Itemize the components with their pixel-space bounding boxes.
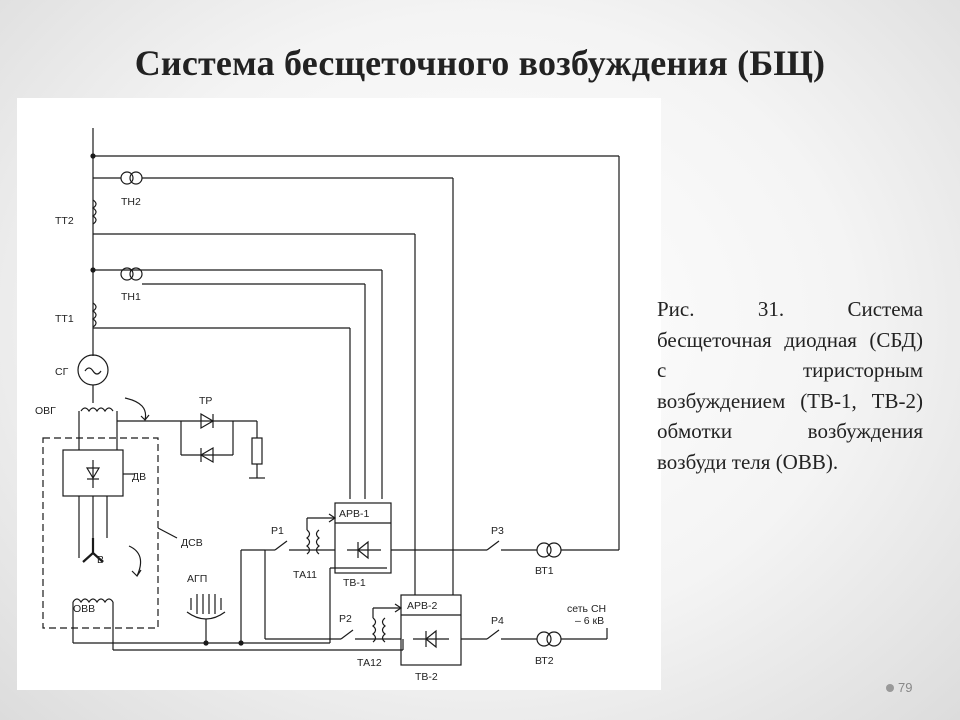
thyristor-icon [200,412,215,430]
resistor-icon [251,437,263,465]
rotation-arrow-icon [124,397,150,422]
page-number: 79 [886,680,912,695]
page-number-text: 79 [898,680,913,695]
arv2-tv2-block [400,594,462,666]
label-agp: АГП [187,573,207,585]
ovv-winding [72,598,114,604]
tn2-coil-b [129,171,143,185]
label-arv1: АРВ-1 [339,508,370,520]
label-dsv: ДСВ [181,537,203,549]
label-set-sn-voltage: – 6 кВ [575,615,604,627]
label-v: В [97,554,104,566]
label-sg: СГ [55,366,69,378]
label-vt2: ВТ2 [535,655,554,667]
label-vt1: ВТ1 [535,565,554,577]
tn1-coil-a [120,267,134,281]
label-ta12: ТА12 [357,657,382,669]
slide-title: Система бесщеточного возбуждения (БЩ) [134,43,826,83]
label-r3: Р3 [491,525,504,537]
thyristor-icon [425,629,437,649]
label-arv2: АРВ-2 [407,600,438,612]
label-ovg: ОВГ [35,405,56,417]
vt2-coil-b [546,631,562,647]
label-r1: Р1 [271,525,284,537]
thyristor-icon [357,540,369,560]
r3-contact [486,540,500,551]
label-ovv: ОВВ [73,603,95,615]
tn1-coil-b [129,267,143,281]
r1-contact [274,540,288,551]
bullet-dot-icon [886,684,894,692]
label-tt2: ТТ2 [55,215,74,227]
label-ta11: ТА11 [293,569,317,581]
label-tr: ТР [199,395,212,407]
agp-switch-icon [190,594,222,614]
label-set-sn: сеть СН [567,603,606,615]
label-dv: ДВ [132,471,146,483]
label-tv2: ТВ-2 [415,671,438,683]
figure-caption: Рис. 31. Система бесщеточная диодная (СБ… [657,297,923,474]
circuit-diagram: ТН2 ТТ2 ТН1 ТТ1 СГ ОВГ ТР ДВ В ДСВ ОВВ А… [17,98,661,690]
label-tn2: ТН2 [121,196,141,208]
arv1-tv1-block [334,502,392,574]
vt2-coil-a [536,631,552,647]
vt1-coil-b [546,542,562,558]
label-r4: Р4 [491,615,504,627]
circuit-svg: ТН2 ТТ2 ТН1 ТТ1 СГ ОВГ ТР ДВ В ДСВ ОВВ А… [35,128,620,683]
label-tt1: ТТ1 [55,313,74,325]
r2-contact [340,629,354,640]
ta11-coil [306,529,320,555]
diode-icon [85,467,101,480]
r4-contact [486,629,500,640]
label-tv1: ТВ-1 [343,577,366,589]
tt1-coil [91,302,97,328]
label-r2: Р2 [339,613,352,625]
ovg-winding [80,407,114,413]
ta12-coil [372,617,386,643]
label-tn1: ТН1 [121,291,141,303]
vt1-coil-a [536,542,552,558]
exciter-star-icon [82,538,104,563]
brushless-enclosure [42,437,159,629]
rotation-arrow-icon [128,545,142,578]
tt2-coil [91,199,97,225]
